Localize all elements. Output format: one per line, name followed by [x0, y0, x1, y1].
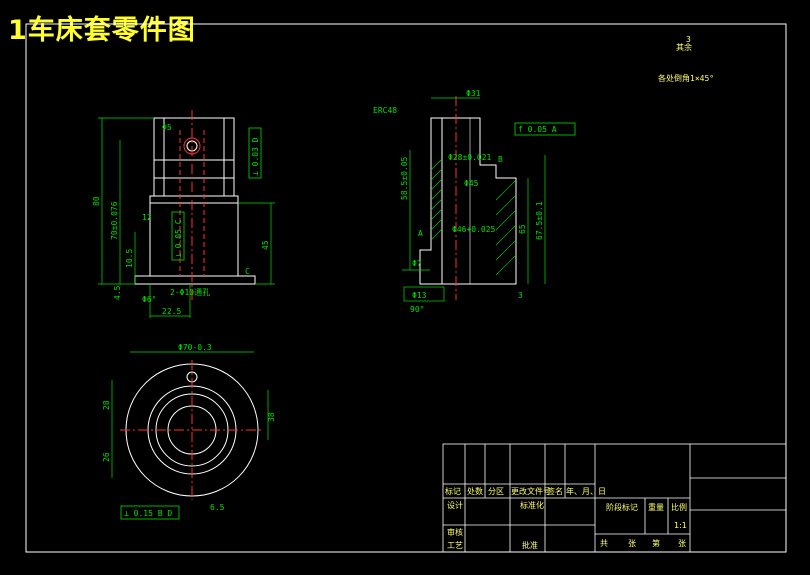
note-chamfer: 各处倒角1×45°: [658, 73, 714, 83]
dim-28: 28: [102, 400, 111, 410]
tb-r1-c1: 标记: [445, 486, 461, 496]
dim-erc: ERC48: [373, 106, 397, 115]
dim-12: 12: [142, 213, 152, 222]
page-title: 1车床套零件图: [8, 15, 196, 46]
dim-d46: Φ46+0.025: [452, 225, 496, 234]
title-block: [442, 443, 787, 553]
dim-3: 3: [518, 291, 523, 300]
tb-review: 审核: [447, 527, 463, 537]
tol-flat: f 0.05 A: [518, 125, 557, 134]
tb-sheet-1: 共: [600, 539, 608, 548]
dim-total-height: 80: [92, 196, 101, 206]
tb-r1-c6: 年、月、日: [566, 486, 606, 496]
label-b: B: [498, 155, 503, 164]
dim-26: 26: [102, 452, 111, 462]
tb-r1-c5: 签名: [547, 486, 563, 496]
dim-d31: Φ31: [466, 89, 481, 98]
tb-approve: 批准: [522, 540, 538, 550]
tb-stage-mark: 阶段标记: [606, 502, 638, 512]
label-c: C: [245, 267, 250, 276]
tb-standard: 标准化: [520, 500, 544, 510]
dim-d28: Φ28±0.021: [448, 153, 492, 162]
plan-view: Φ70-0.3 28 26 38 6.5 ⊥ 0.15 B D: [102, 343, 276, 520]
tb-sheet-2: 张: [628, 539, 636, 548]
dim-67: 67.5±0.1: [535, 201, 544, 240]
tb-scale-label: 比例: [671, 502, 687, 512]
dim-22-5: 22.5: [162, 307, 181, 316]
title-block-text: 标记 处数 分区 更改文件号 签名 年、月、日 设计 标准化 审核 工艺 批准 …: [445, 486, 687, 550]
tb-design: 设计: [447, 500, 463, 510]
drawing-frame: [25, 23, 787, 553]
tb-scale: 1:1: [674, 521, 687, 530]
tol-bottom: ⊥ 0.15 B D: [124, 509, 172, 518]
dim-d5: Φ5: [162, 123, 172, 132]
dim-4-5: 4.5: [113, 285, 122, 300]
dim-45: 45: [261, 240, 270, 250]
dim-70: 70±0.076: [110, 201, 119, 240]
dim-d13: Φ13: [412, 291, 427, 300]
tol-mid: ⊥ 0.05 C: [174, 219, 183, 258]
dim-58: 58.5±0.05: [400, 156, 409, 200]
tb-r1-c4: 更改文件号: [511, 486, 551, 496]
section-view: Φ31 ERC48 f 0.05 A Φ28±0.021 Φ45 Φ46+0.0…: [373, 89, 576, 314]
tb-sheet-4: 张: [678, 539, 686, 548]
dim-65: 65: [518, 224, 527, 234]
dim-chamfer: Φ6°: [142, 295, 156, 304]
dim-10-5: 10.5: [125, 249, 134, 268]
dim-6-5: 6.5: [210, 503, 225, 512]
dim-d7: Φ7: [412, 259, 422, 268]
dim-90: 90°: [410, 305, 424, 314]
tol-top: ⊥ 0.03 D: [251, 137, 260, 176]
tb-process: 工艺: [447, 541, 463, 550]
dim-d45: Φ45: [464, 179, 479, 188]
tb-r1-c3: 分区: [488, 487, 504, 496]
front-view: 80 70±0.076 10.5 4.5 45 ⊥ 0.03 D ⊥ 0.05 …: [92, 110, 275, 318]
dim-38: 38: [267, 412, 276, 422]
tb-sheet-3: 第: [652, 538, 660, 548]
tb-weight: 重量: [648, 502, 664, 512]
label-a: A: [418, 229, 423, 238]
dim-d70: Φ70-0.3: [178, 343, 212, 352]
note-other-roughness: 3: [686, 35, 691, 44]
note-other-label: 其余: [676, 42, 692, 52]
tb-r1-c2: 处数: [467, 486, 483, 496]
